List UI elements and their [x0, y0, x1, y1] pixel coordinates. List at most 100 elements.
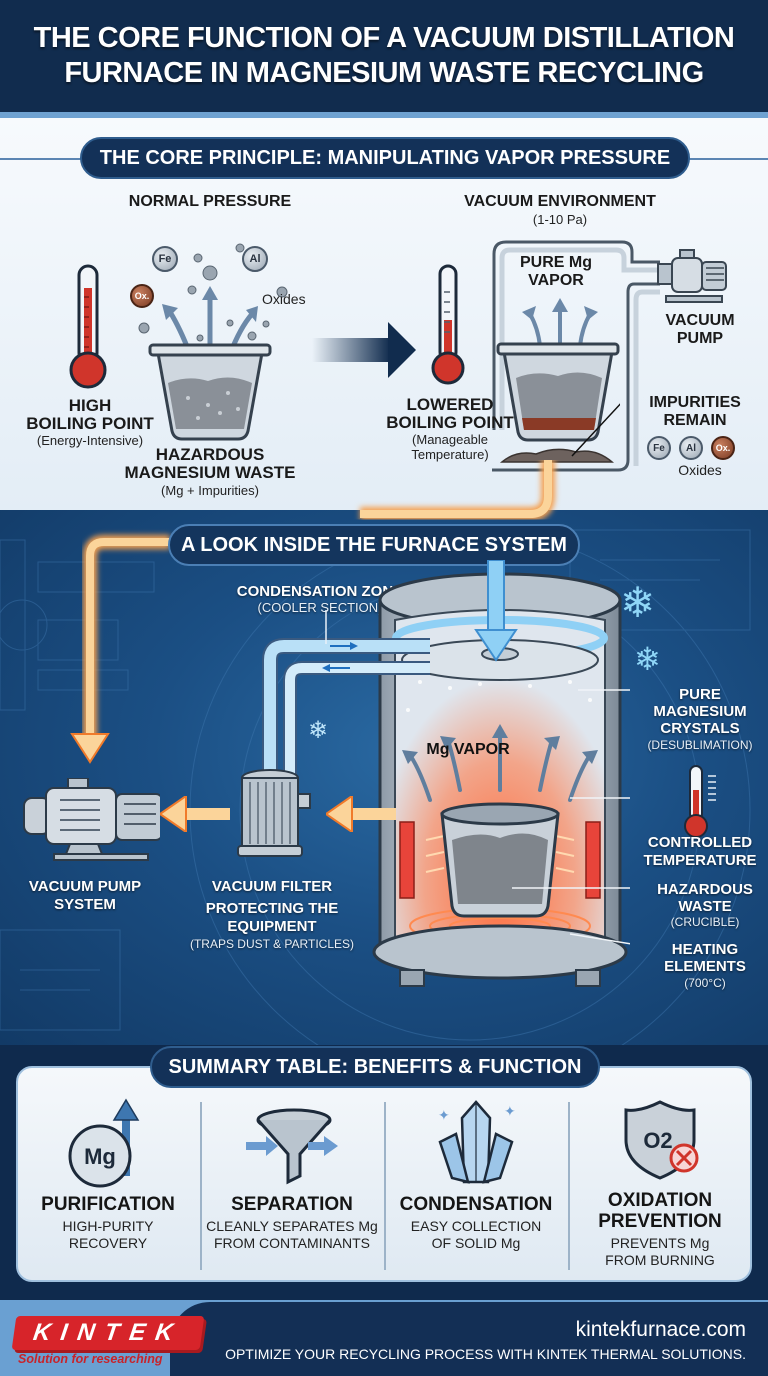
controlled-temperature-label: CONTROLLED TEMPERATURE: [630, 834, 768, 870]
snowflake-icon: ❄: [620, 579, 656, 626]
summary-item-condensation: ✦✦ CONDENSATION EASY COLLECTION OF SOLID…: [384, 1098, 568, 1282]
desc-line: PREVENTS Mg: [610, 1235, 710, 1251]
desc-line: FROM BURNING: [605, 1252, 715, 1268]
oxide-particle-icon: Ox.: [711, 436, 735, 460]
vacuum-pump-icon: [657, 249, 727, 303]
hazardous-waste-label: HAZARDOUS MAGNESIUM WASTE: [110, 446, 310, 482]
label-line: IMPURITIES: [649, 394, 741, 411]
label-line: HAZARDOUS: [657, 881, 753, 898]
column-divider: [568, 1102, 570, 1270]
label-line: LOWERED: [406, 395, 494, 414]
desc-line: FROM CONTAMINANTS: [213, 1235, 371, 1251]
energy-intensive-note: (Energy-Intensive): [36, 433, 144, 448]
label-line: VACUUM: [665, 312, 735, 329]
title-line: PREVENTION: [598, 1211, 722, 1232]
summary-item-separation: SEPARATION CLEANLY SEPARATES Mg FROM CON…: [200, 1098, 384, 1282]
summary-desc: HIGH-PURITY RECOVERY: [63, 1218, 154, 1252]
label-line: ELEMENTS: [664, 958, 746, 975]
logo-tagline: Solution for researching: [18, 1352, 163, 1366]
summary-desc: CLEANLY SEPARATES Mg FROM CONTAMINANTS: [206, 1218, 378, 1252]
pure-mg-vapor-label: PURE Mg VAPOR: [496, 254, 616, 290]
crucible-normal-icon: [148, 343, 272, 441]
crystal-icon: ✦✦: [438, 1100, 516, 1184]
mg-up-arrow-icon: Mg: [68, 1098, 140, 1188]
section-title-summary: SUMMARY TABLE: BENEFITS & FUNCTION: [150, 1046, 600, 1088]
label-line: VAPOR: [528, 272, 584, 289]
aluminum-particle-icon: Al: [679, 436, 703, 460]
mg-impurities-note: (Mg + Impurities): [161, 483, 259, 498]
temperature-700-note: (700°C): [684, 976, 726, 990]
label-line: HEATING: [671, 941, 739, 958]
protecting-equipment-label: PROTECTING THE EQUIPMENT: [180, 900, 364, 936]
oxides-label: Oxides: [678, 462, 722, 478]
oxide-particle-icon: Ox.: [130, 284, 154, 308]
section-title-principle: THE CORE PRINCIPLE: MANIPULATING VAPOR P…: [80, 137, 690, 179]
snowflake-icon: ❄: [634, 641, 661, 677]
flow-arrow-left-icon: [326, 796, 396, 832]
footer-tagline: OPTIMIZE YOUR RECYCLING PROCESS WITH KIN…: [225, 1346, 746, 1362]
normal-pressure-heading: NORMAL PRESSURE: [128, 193, 292, 210]
label-line: PUMP: [676, 330, 724, 347]
mg-vapor-label: Mg VAPOR: [426, 741, 510, 758]
label-line: Temperature): [411, 447, 489, 462]
hazardous-waste-label: HAZARDOUS WASTE: [640, 881, 768, 915]
label-line: EQUIPMENT: [227, 918, 317, 935]
header-stripe: [0, 112, 768, 118]
traps-dust-note: (TRAPS DUST & PARTICLES): [189, 937, 355, 951]
label-line: BOILING POINT: [386, 413, 514, 432]
svg-text:✦: ✦: [438, 1107, 450, 1123]
flow-arrow-left-icon: [160, 796, 230, 832]
label-line: TEMPERATURE: [643, 852, 757, 869]
title-line-2: FURNACE IN MAGNESIUM WASTE RECYCLING: [64, 57, 704, 89]
title-line: OXIDATION: [607, 1190, 713, 1211]
crucible-vacuum-icon: [496, 342, 620, 463]
pure-crystals-label: PURE MAGNESIUM CRYSTALS: [640, 686, 760, 737]
vacuum-pump-system-icon: [23, 778, 160, 861]
lowered-boiling-label: LOWERED BOILING POINT: [380, 396, 520, 432]
summary-item-oxidation-prevention: O2 OXIDATION PREVENTION PREVENTS Mg FROM…: [568, 1098, 752, 1282]
kintek-logo[interactable]: KINTEK: [11, 1316, 205, 1350]
summary-title: CONDENSATION: [399, 1194, 553, 1215]
desc-line: CLEANLY SEPARATES Mg: [206, 1218, 378, 1234]
vacuum-filter-icon: [237, 769, 311, 857]
label-line: MAGNESIUM: [653, 703, 747, 720]
summary-title: PURIFICATION: [41, 1194, 175, 1215]
vapor-arrows-icon: [522, 298, 598, 348]
label-line: MAGNESIUM WASTE: [124, 463, 296, 482]
oxides-label: Oxides: [262, 291, 306, 307]
page-title: THE CORE FUNCTION OF A VACUUM DISTILLATI…: [34, 21, 735, 91]
summary-title: OXIDATION PREVENTION: [598, 1190, 722, 1232]
manageable-temp-note: (Manageable Temperature): [380, 432, 520, 462]
label-line: (Manageable: [412, 432, 488, 447]
transition-arrow-icon: [312, 322, 416, 378]
funnel-icon: [246, 1108, 338, 1185]
label-line: BOILING POINT: [26, 414, 154, 433]
vacuum-environment-heading: VACUUM ENVIRONMENT: [464, 193, 656, 210]
column-divider: [384, 1102, 386, 1270]
label-line: WASTE: [678, 898, 732, 915]
principle-section: [0, 118, 768, 510]
thermometer-icon: [684, 765, 716, 838]
desc-line: HIGH-PURITY: [62, 1218, 154, 1234]
summary-desc: EASY COLLECTION OF SOLID Mg: [411, 1218, 541, 1252]
svg-text:Mg: Mg: [84, 1144, 116, 1169]
title-line-1: THE CORE FUNCTION OF A VACUUM DISTILLATI…: [33, 22, 735, 54]
footer-dark-panel: [170, 1302, 768, 1376]
label-line: VACUUM PUMP: [28, 878, 142, 895]
summary-desc: PREVENTS Mg FROM BURNING: [605, 1235, 715, 1269]
high-boiling-label: HIGH BOILING POINT: [20, 397, 160, 433]
section-title-furnace: A LOOK INSIDE THE FURNACE SYSTEM: [168, 524, 580, 566]
pressure-range: (1-10 Pa): [532, 212, 588, 227]
logo-text: KINTEK: [31, 1319, 185, 1346]
website-link[interactable]: kintekfurnace.com: [575, 1318, 746, 1341]
vacuum-filter-label: VACUUM FILTER: [211, 878, 333, 895]
heating-elements-label: HEATING ELEMENTS: [640, 941, 768, 975]
summary-title: SEPARATION: [231, 1194, 353, 1215]
snowflake-icon: ❄: [308, 717, 329, 744]
desc-line: OF SOLID Mg: [431, 1235, 521, 1251]
desc-line: RECOVERY: [68, 1235, 148, 1251]
impurities-remain-label: IMPURITIES REMAIN: [640, 394, 750, 430]
condensation-zone-label: CONDENSATION ZONE: [236, 583, 404, 600]
condenser-pipe: [262, 610, 430, 810]
crucible-note: (CRUCIBLE): [670, 915, 740, 929]
